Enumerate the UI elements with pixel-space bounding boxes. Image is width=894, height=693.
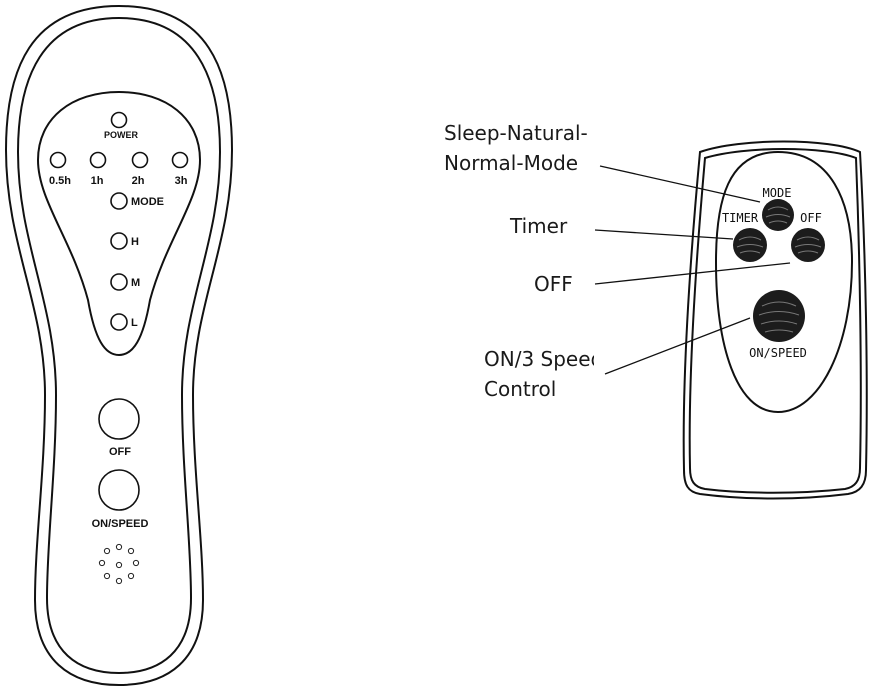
callout-timer: Timer — [509, 214, 568, 238]
remote-right-outer-outline — [682, 140, 868, 500]
timer-1h-label: 1h — [91, 175, 104, 187]
mode-label: MODE — [131, 196, 164, 208]
callouts: Sleep-Natural- Normal-Mode Timer OFF ON/… — [444, 121, 791, 401]
callout-off: OFF — [534, 272, 573, 296]
on-speed-button[interactable] — [98, 469, 140, 511]
timer-3h-led — [171, 151, 189, 169]
power-label: POWER — [104, 130, 139, 140]
remote-right-inner-outline — [688, 148, 862, 494]
right-mode-label: MODE — [763, 186, 792, 200]
right-timer-button-texture — [736, 236, 764, 254]
callout-on-speed-line1: ON/3 Speed — [484, 347, 603, 371]
callout-sleep-line1: Sleep-Natural- — [444, 121, 588, 145]
remote-right-button-panel — [714, 150, 854, 414]
timer-3h-label: 3h — [175, 175, 188, 187]
speed-low-label: L — [131, 317, 138, 329]
right-on-speed-label: ON/SPEED — [749, 346, 807, 360]
callout-on-speed-mask — [594, 344, 604, 372]
speed-medium-led — [110, 273, 128, 291]
timer-2h-led — [131, 151, 149, 169]
callout-sleep-line2: Normal-Mode — [444, 151, 578, 175]
mode-indicator-led — [110, 192, 128, 210]
callout-sleep-leader-line — [599, 165, 761, 203]
remote-left-outer-outline — [4, 4, 234, 687]
off-button[interactable] — [98, 398, 140, 440]
right-off-button-texture — [794, 236, 822, 254]
remote-left-control-panel — [36, 90, 202, 357]
right-on-speed-button[interactable] — [753, 290, 805, 342]
off-label: OFF — [109, 446, 131, 458]
timer-1h-led — [89, 151, 107, 169]
remote-left-inner-outline — [16, 16, 222, 675]
callout-off-leader-line — [594, 262, 791, 285]
right-mode-button-texture — [765, 206, 791, 224]
timer-2h-label: 2h — [132, 175, 145, 187]
remote-left: POWER 0.5h 1h 2h 3h MODE H M L OFF ON/SP… — [4, 4, 234, 687]
timer-0-5h-label: 0.5h — [49, 175, 71, 187]
callout-on-speed-leader-line — [604, 317, 751, 375]
power-indicator-led — [110, 111, 128, 129]
speed-high-led — [110, 232, 128, 250]
remote-right: MODE TIMER OFF ON/SPEED — [682, 140, 868, 500]
callout-timer-leader-line — [594, 229, 734, 240]
right-off-label: OFF — [800, 211, 822, 225]
speed-high-label: H — [131, 236, 139, 248]
speed-low-led — [110, 313, 128, 331]
right-timer-label: TIMER — [722, 211, 759, 225]
callout-on-speed-line2: Control — [484, 377, 556, 401]
speaker-grille-icon — [98, 543, 140, 585]
timer-0-5h-led — [49, 151, 67, 169]
speed-medium-label: M — [131, 277, 140, 289]
right-on-speed-button-texture — [758, 301, 800, 333]
on-speed-label: ON/SPEED — [92, 518, 149, 530]
